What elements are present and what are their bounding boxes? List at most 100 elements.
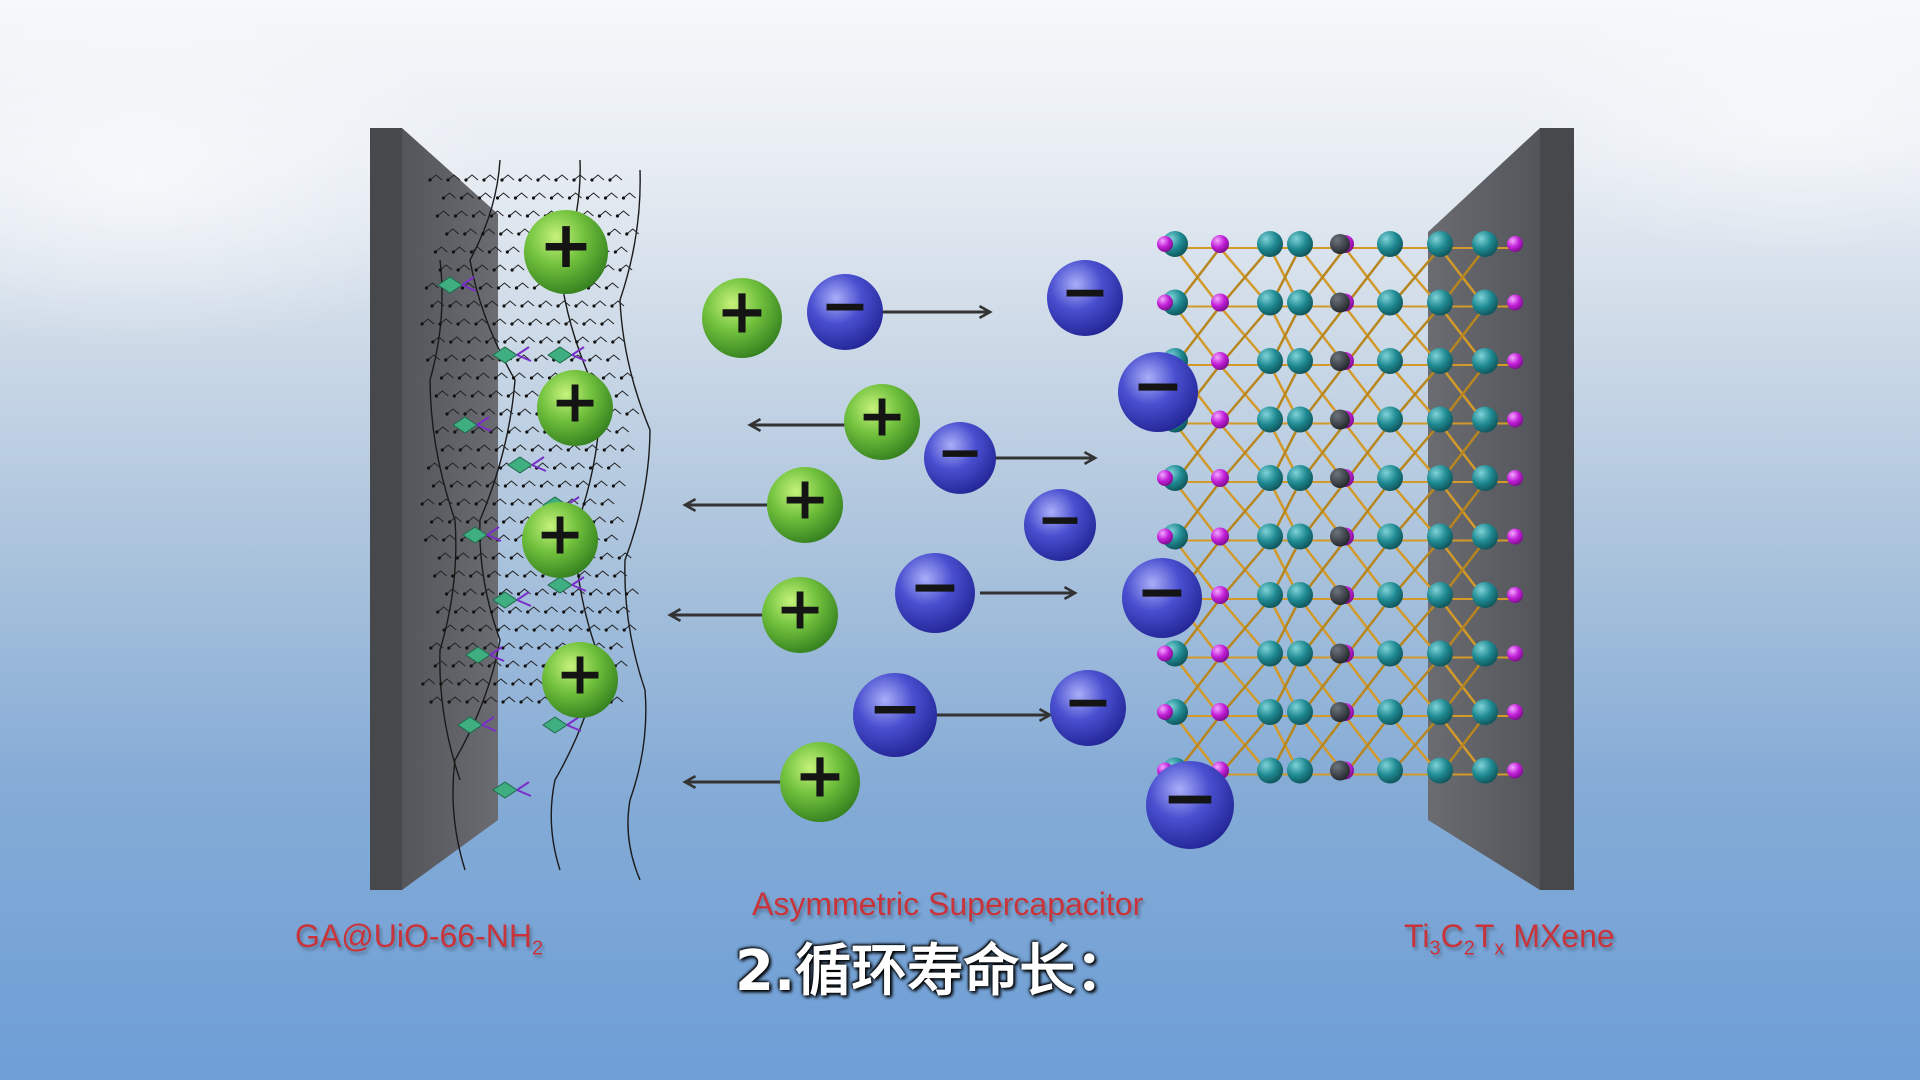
- anion-ion: −: [807, 271, 883, 350]
- graphene-hex-edge: [481, 354, 495, 361]
- graphene-hex-edge: [599, 606, 613, 613]
- mxene-ti-atom: [1427, 699, 1453, 725]
- mxene-carbon-atom: [1330, 292, 1350, 313]
- graphene-atom: [499, 466, 503, 470]
- graphene-atom: [582, 502, 586, 506]
- mof-linker: [516, 346, 532, 362]
- graphene-atom: [577, 574, 581, 578]
- graphene-atom: [478, 286, 483, 290]
- graphene-hex-edge: [589, 354, 603, 361]
- graphene-hex-edge: [606, 282, 619, 289]
- graphene-hex-edge: [501, 174, 515, 181]
- graphene-hex-edge: [595, 480, 608, 487]
- graphene-atom: [421, 682, 425, 686]
- graphene-hex-edge: [439, 498, 453, 505]
- plus-sign: +: [539, 208, 594, 283]
- mxene-ti-atom: [1377, 348, 1403, 374]
- graphene-sheet: [452, 159, 516, 871]
- graphene-hex-edge: [559, 480, 572, 487]
- graphene-atom: [514, 628, 518, 632]
- graphene-hex-edge: [437, 606, 451, 613]
- graphene-hex-edge: [545, 606, 559, 613]
- graphene-hex-edge: [502, 642, 516, 649]
- mof-linker: [476, 416, 492, 432]
- graphene-hex-edge: [614, 660, 628, 667]
- device-title-label: Asymmetric Supercapacitor: [752, 886, 1144, 922]
- mxene-ti-atom: [1377, 757, 1403, 784]
- graphene-atom: [525, 430, 529, 434]
- graphene-atom: [608, 178, 612, 182]
- mxene-ti-atom: [1472, 582, 1498, 608]
- graphene-hex-edge: [497, 624, 511, 631]
- graphene-atom: [454, 610, 458, 614]
- graphene-hex-edge: [485, 300, 499, 307]
- graphene-hex-edge: [429, 174, 443, 181]
- graphene-atom: [474, 268, 478, 272]
- graphene-hex-edge: [497, 534, 511, 541]
- mxene-surface-atom: [1211, 586, 1229, 604]
- graphene-atom: [541, 664, 545, 668]
- mxene-bond: [1344, 539, 1391, 600]
- graphene-hex-edge: [459, 372, 472, 379]
- graphene-hex-edge: [581, 606, 595, 613]
- graphene-hex-edge: [472, 426, 486, 433]
- graphene-atom: [603, 196, 608, 200]
- mxene-carbon-atom: [1330, 585, 1350, 605]
- graphene-atom: [553, 466, 557, 470]
- graphene-hex-edge: [529, 318, 543, 325]
- graphene-hex-edge: [421, 318, 435, 325]
- graphene-atom: [480, 358, 484, 362]
- mxene-ti-atom: [1472, 231, 1498, 257]
- graphene-hex-edge: [578, 570, 592, 577]
- graphene-hex-edge: [488, 660, 502, 667]
- graphene-hex-edge: [464, 588, 477, 595]
- graphene-hex-edge: [473, 606, 487, 613]
- cation-ion: +: [702, 274, 782, 358]
- graphene-atom: [435, 214, 440, 218]
- cation-ion: +: [780, 738, 860, 822]
- graphene-atom: [523, 664, 527, 668]
- mof-linker: [461, 276, 477, 292]
- graphene-hex-edge: [469, 480, 482, 487]
- graphene-atom: [493, 376, 498, 380]
- graphene-atom: [519, 646, 523, 650]
- graphene-atom: [433, 664, 437, 668]
- graphene-hex-edge: [467, 300, 481, 307]
- graphene-hex-edge: [555, 174, 569, 181]
- graphene-atom: [568, 628, 572, 632]
- graphene-hex-edge: [437, 210, 450, 217]
- anion-ion: −: [1122, 554, 1202, 638]
- graphene-hex-edge: [608, 462, 621, 469]
- mxene-ti-atom: [1377, 699, 1403, 725]
- mxene-ti-atom: [1377, 465, 1403, 491]
- graphene-atom: [452, 394, 456, 398]
- graphene-atom: [617, 556, 621, 560]
- mof-crystal: [547, 576, 573, 594]
- graphene-hex-edge: [503, 516, 516, 523]
- graphene-atom: [449, 484, 454, 488]
- mxene-surface-atom: [1507, 294, 1523, 311]
- graphene-atom: [624, 592, 629, 596]
- graphene-hex-edge: [470, 570, 484, 577]
- mxene-ti-atom: [1287, 289, 1313, 316]
- graphene-atom: [518, 178, 522, 182]
- mxene-surface-atom: [1211, 410, 1229, 429]
- graphene-atom: [453, 214, 458, 218]
- graphene-hex-edge: [459, 444, 473, 451]
- graphene-hex-edge: [426, 282, 439, 289]
- graphene-hex-edge: [526, 390, 539, 397]
- graphene-hex-edge: [608, 588, 621, 595]
- graphene-atom: [528, 502, 532, 506]
- graphene-atom: [472, 610, 476, 614]
- graphene-atom: [607, 466, 611, 470]
- graphene-atom: [439, 682, 443, 686]
- mxene-surface-atom: [1507, 528, 1523, 545]
- graphene-atom: [493, 682, 497, 686]
- graphene-hex-edge: [519, 174, 533, 181]
- graphene-hex-edge: [458, 678, 472, 685]
- mxene-ti-atom: [1257, 699, 1283, 725]
- graphene-atom: [555, 646, 559, 650]
- graphene-atom: [620, 448, 624, 452]
- graphene-hex-edge: [615, 246, 628, 253]
